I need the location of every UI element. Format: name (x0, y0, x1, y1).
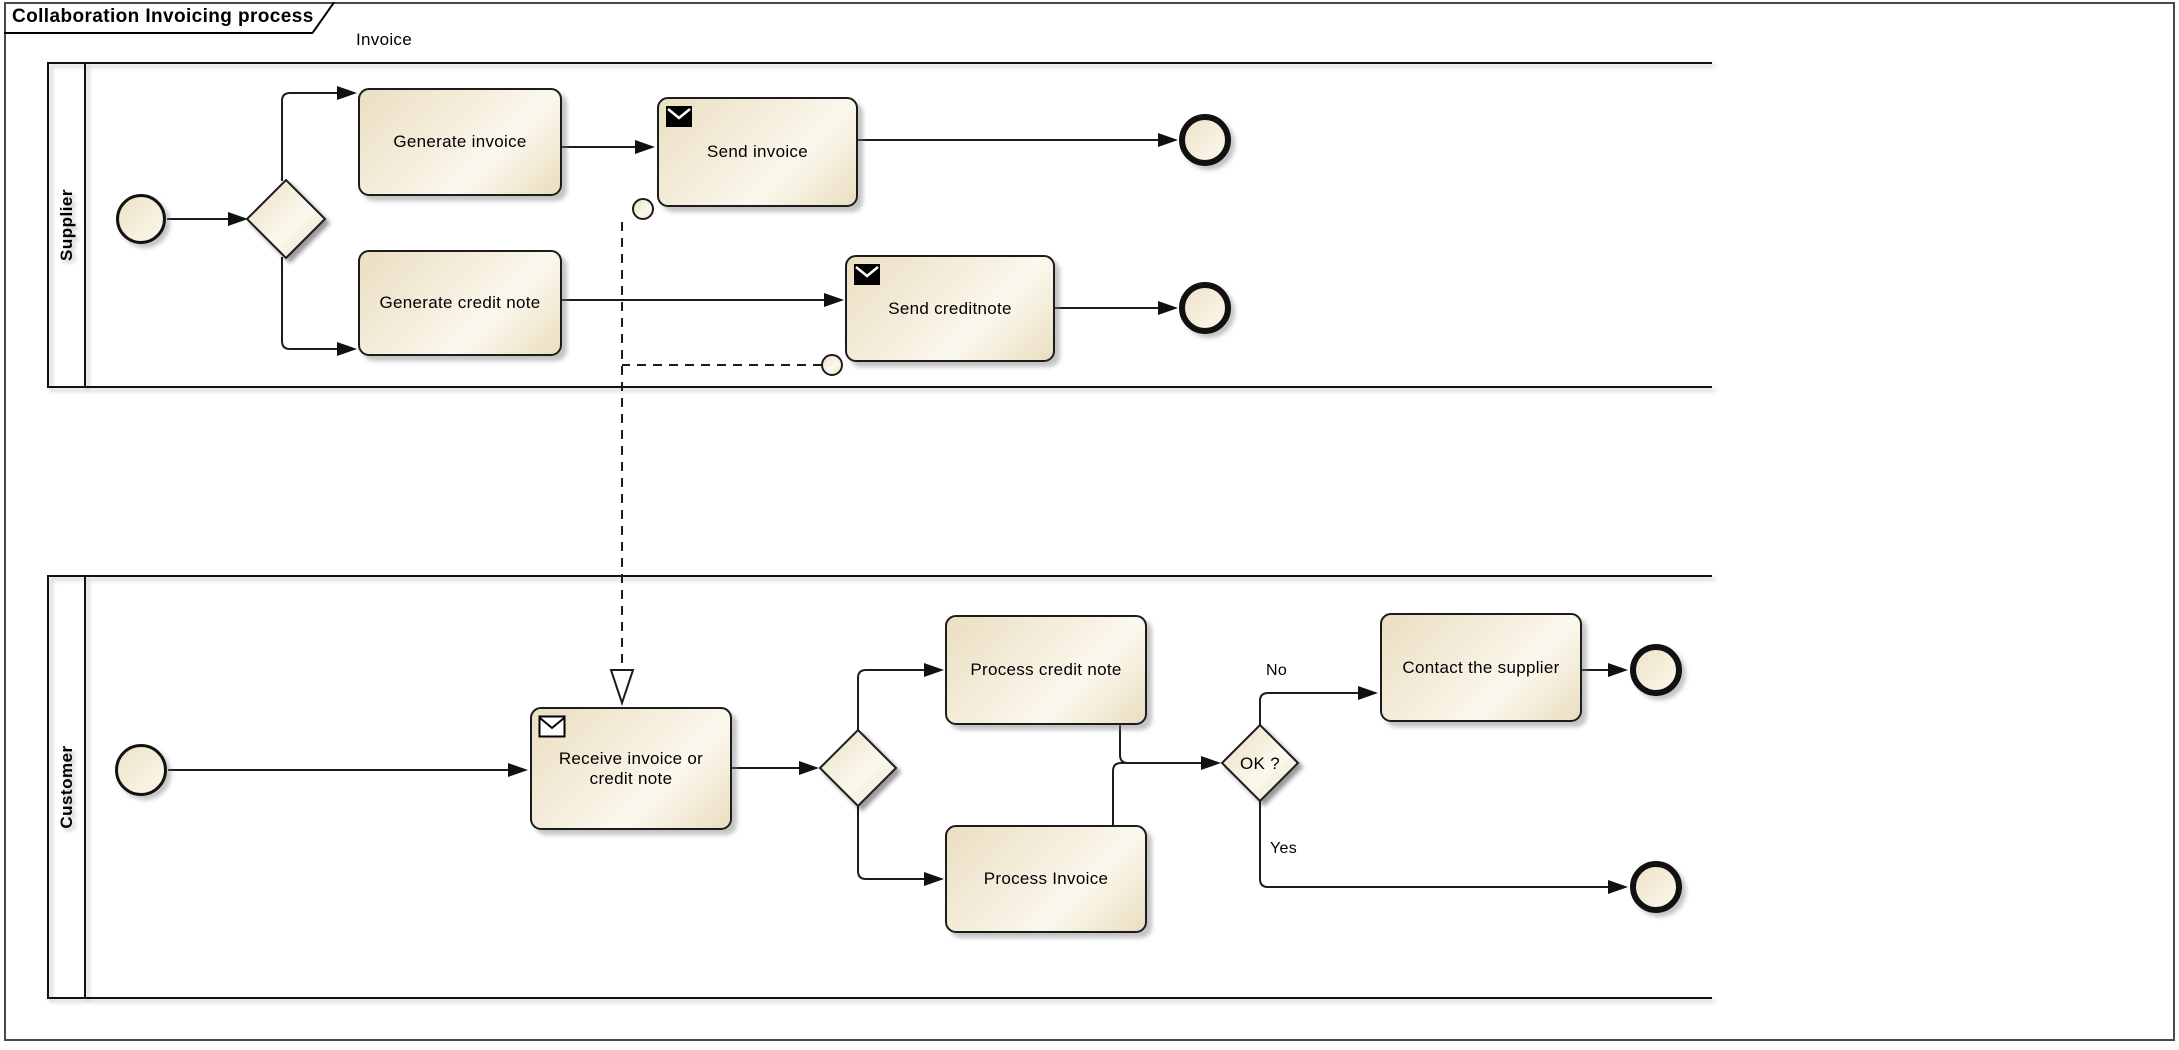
message-open-arrowhead (609, 669, 635, 707)
flow-process-credit-note-to-ok[interactable] (1119, 725, 1202, 764)
flow-gateway-to-process-invoice[interactable] (857, 805, 925, 880)
arrowhead (1608, 663, 1628, 677)
arrowhead (337, 86, 357, 100)
pool-customer-label-band[interactable]: Customer (49, 577, 86, 997)
task-send-invoice-label: Send invoice (707, 142, 808, 161)
end-event-customer-no[interactable] (1630, 644, 1682, 696)
arrowhead (1608, 880, 1628, 894)
task-generate-invoice-label: Generate invoice (393, 132, 527, 151)
message-source-circle-send-creditnote[interactable] (821, 354, 843, 376)
gateway-customer-split[interactable] (818, 728, 898, 808)
task-contact-the-supplier[interactable]: Contact the supplier (1380, 613, 1582, 722)
diagram-page-border (4, 2, 2175, 1041)
flow-label-no: No (1266, 662, 1288, 679)
end-event-supplier-creditnote[interactable] (1179, 282, 1231, 334)
task-generate-credit-note-label: Generate credit note (379, 293, 541, 312)
pool-supplier-label-band[interactable]: Supplier (49, 64, 86, 386)
arrowhead (508, 763, 528, 777)
arrowhead (824, 293, 844, 307)
arrowhead (635, 140, 655, 154)
flow-label-yes: Yes (1270, 840, 1298, 857)
diagram-title: Collaboration Invoicing process (12, 6, 314, 27)
gateway-ok[interactable] (1220, 723, 1300, 803)
message-source-circle-send-invoice[interactable] (632, 198, 654, 220)
arrowhead (1358, 686, 1378, 700)
task-contact-the-supplier-label: Contact the supplier (1402, 657, 1560, 677)
arrowhead (1158, 133, 1178, 147)
task-process-invoice-label: Process Invoice (983, 869, 1109, 888)
start-event-supplier[interactable] (116, 194, 166, 244)
flow-gateway-to-process-credit-note[interactable] (857, 669, 925, 731)
end-event-customer-yes[interactable] (1630, 861, 1682, 913)
task-send-creditnote-label: Send creditnote (888, 298, 1012, 318)
arrowhead (1158, 301, 1178, 315)
task-send-creditnote[interactable]: Send creditnote (845, 255, 1055, 362)
arrowhead (337, 342, 357, 356)
envelope-filled-icon (854, 264, 880, 285)
task-generate-invoice[interactable]: Generate invoice (358, 88, 562, 196)
arrowhead (228, 212, 248, 226)
pool-customer[interactable]: Customer (47, 575, 1712, 999)
envelope-filled-icon (666, 106, 692, 127)
task-process-credit-note-label: Process credit note (970, 660, 1122, 679)
arrowhead (799, 761, 819, 775)
task-receive-invoice-label: Receive invoice or credit note (558, 748, 704, 788)
arrowhead (924, 872, 944, 886)
flow-gateway-to-generate-credit-note[interactable] (281, 257, 338, 350)
flow-process-invoice-to-ok[interactable] (1112, 762, 1130, 825)
arrowheads (228, 86, 1628, 894)
end-event-supplier-invoice[interactable] (1179, 114, 1231, 166)
flow-ok-no-to-contact-supplier[interactable] (1259, 692, 1359, 725)
task-receive-invoice-or-credit-note[interactable]: Receive invoice or credit note (530, 707, 732, 830)
task-generate-credit-note[interactable]: Generate credit note (358, 250, 562, 356)
envelope-outline-icon (538, 715, 566, 738)
title-tab-underline (4, 32, 313, 34)
gateway-supplier-split[interactable] (245, 178, 327, 260)
flow-ok-yes-to-end[interactable] (1259, 801, 1609, 888)
flow-gateway-to-generate-invoice[interactable] (281, 92, 338, 181)
arrowhead (924, 663, 944, 677)
start-event-customer[interactable] (115, 744, 167, 796)
gateway-ok-label: OK ? (1240, 754, 1280, 773)
task-send-invoice[interactable]: Send invoice (657, 97, 858, 207)
task-process-invoice[interactable]: Process Invoice (945, 825, 1147, 933)
task-process-credit-note[interactable]: Process credit note (945, 615, 1147, 725)
arrowhead (1201, 756, 1221, 770)
pool-supplier[interactable]: Supplier (47, 62, 1712, 388)
message-flow-label: Invoice (356, 30, 412, 49)
